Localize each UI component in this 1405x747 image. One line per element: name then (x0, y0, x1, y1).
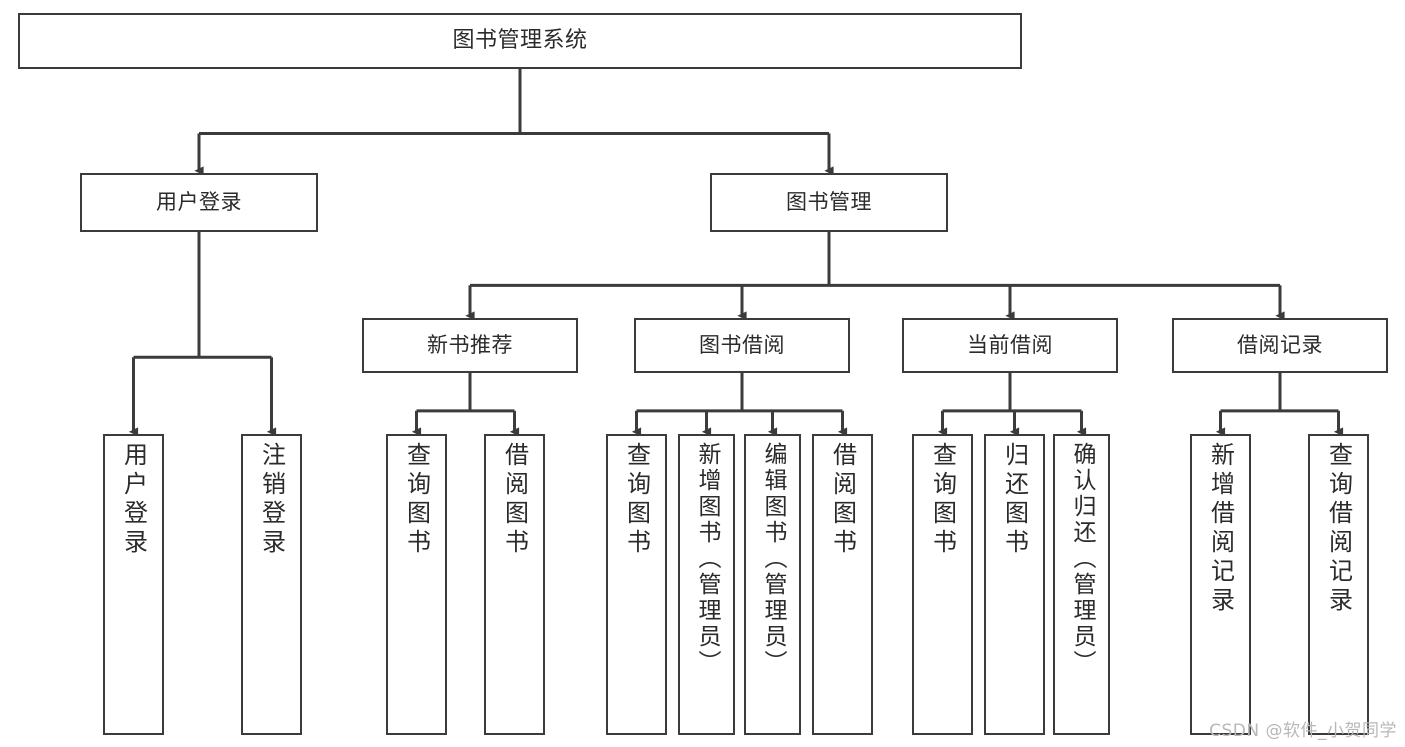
connector-trunk-current-borrow (942, 373, 1082, 413)
node-leaf-edit-book-admin[interactable]: 编辑图书（管理员） (744, 434, 801, 735)
node-label: 确认归还（管理员） (1069, 442, 1095, 676)
node-current-borrow[interactable]: 当前借阅 (902, 318, 1118, 373)
node-leaf-borrow-book-1[interactable]: 借阅图书 (484, 434, 545, 735)
watermark: CSDN @软件_小贺同学 (1209, 721, 1397, 741)
node-user-login[interactable]: 用户登录 (80, 173, 318, 232)
node-leaf-user-login[interactable]: 用户登录 (103, 434, 164, 735)
node-label: 借阅图书 (500, 442, 529, 558)
node-label: 查询图书 (622, 442, 651, 558)
node-leaf-add-book-admin[interactable]: 新增图书（管理员） (678, 434, 735, 735)
node-label: 查询图书 (928, 442, 957, 558)
node-label: 查询图书 (402, 442, 431, 558)
node-label: 图书借阅 (699, 333, 785, 358)
node-label: 当前借阅 (967, 333, 1053, 358)
node-leaf-borrow-book-2[interactable]: 借阅图书 (812, 434, 873, 735)
node-label: 归还图书 (1000, 442, 1029, 558)
connector-trunk-new-book-recommend (416, 373, 515, 413)
node-label: 借阅图书 (828, 442, 857, 558)
node-label: 用户登录 (119, 442, 148, 558)
connector-trunk-borrow-record (1220, 373, 1339, 413)
node-root[interactable]: 图书管理系统 (18, 13, 1022, 69)
node-label: 新书推荐 (427, 333, 513, 358)
node-label: 新增图书（管理员） (694, 442, 720, 676)
node-label: 图书管理 (786, 190, 872, 215)
node-leaf-query-borrow-record[interactable]: 查询借阅记录 (1308, 434, 1369, 735)
node-book-borrow[interactable]: 图书借阅 (634, 318, 850, 373)
node-label: 查询借阅记录 (1324, 442, 1353, 616)
node-leaf-add-borrow-record[interactable]: 新增借阅记录 (1190, 434, 1251, 735)
connector-trunk-book-manage (470, 232, 1280, 287)
node-label: 借阅记录 (1237, 333, 1323, 358)
node-leaf-query-book-3[interactable]: 查询图书 (912, 434, 973, 735)
node-label: 注销登录 (257, 442, 286, 558)
connector-trunk-user-login (133, 232, 272, 359)
node-new-book-recommend[interactable]: 新书推荐 (362, 318, 578, 373)
node-label: 编辑图书（管理员） (760, 442, 786, 676)
node-leaf-logout[interactable]: 注销登录 (241, 434, 302, 735)
node-borrow-record[interactable]: 借阅记录 (1172, 318, 1388, 373)
node-book-manage[interactable]: 图书管理 (710, 173, 948, 232)
node-label: 用户登录 (156, 190, 242, 215)
connector-trunk-root (199, 69, 829, 135)
node-leaf-return-book[interactable]: 归还图书 (984, 434, 1045, 735)
node-leaf-query-book-2[interactable]: 查询图书 (606, 434, 667, 735)
node-leaf-query-book-1[interactable]: 查询图书 (386, 434, 447, 735)
node-label: 图书管理系统 (452, 28, 588, 54)
node-label: 新增借阅记录 (1206, 442, 1235, 616)
node-leaf-confirm-return-admin[interactable]: 确认归还（管理员） (1053, 434, 1110, 735)
connector-trunk-book-borrow (636, 373, 843, 413)
